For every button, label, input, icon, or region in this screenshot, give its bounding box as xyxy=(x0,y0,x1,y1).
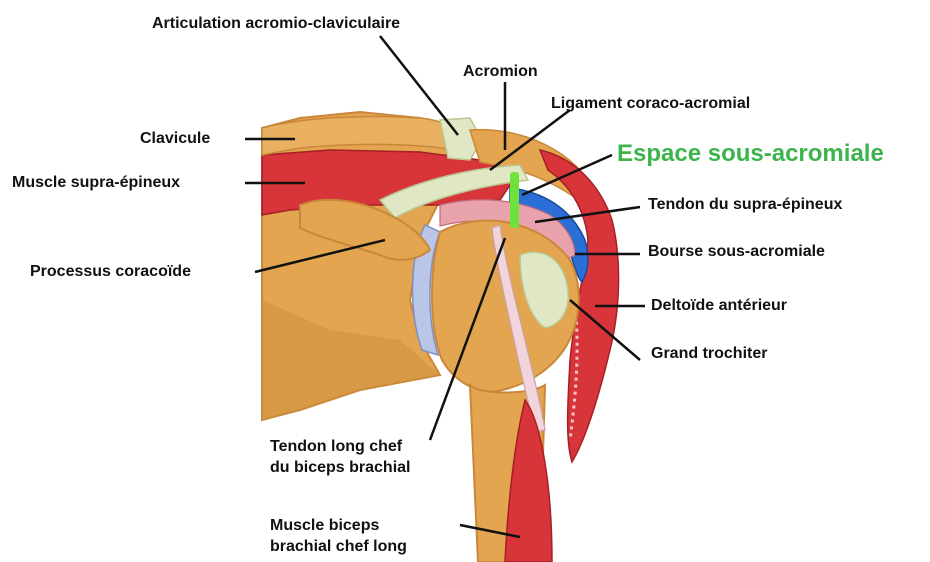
label-coracoid-process: Processus coracoïde xyxy=(30,262,191,282)
label-biceps-tendon-line-2: du biceps brachial xyxy=(270,457,410,478)
label-supraspinatus-tendon: Tendon du supra-épineux xyxy=(648,195,842,215)
label-acromion: Acromion xyxy=(463,62,538,82)
label-subacromial-bursa: Bourse sous-acromiale xyxy=(648,242,825,262)
label-biceps-tendon-line-1: Tendon long chef xyxy=(270,436,410,457)
label-coracoacromial-ligament: Ligament coraco-acromial xyxy=(551,94,750,114)
label-biceps-long-head-tendon: Tendon long chef du biceps brachial xyxy=(270,436,410,478)
label-greater-tuberosity: Grand trochiter xyxy=(651,344,767,364)
label-clavicle: Clavicule xyxy=(140,129,210,149)
label-subacromial-space: Espace sous-acromiale xyxy=(617,140,884,168)
subacromial-space-marker xyxy=(510,172,519,228)
label-biceps-muscle-line-2: brachial chef long xyxy=(270,536,407,557)
label-biceps-long-head-muscle: Muscle biceps brachial chef long xyxy=(270,515,407,557)
label-acromioclavicular-joint: Articulation acromio-claviculaire xyxy=(152,14,400,34)
label-supraspinatus-muscle: Muscle supra-épineux xyxy=(12,173,180,193)
label-anterior-deltoid: Deltoïde antérieur xyxy=(651,296,787,316)
label-biceps-muscle-line-1: Muscle biceps xyxy=(270,515,407,536)
